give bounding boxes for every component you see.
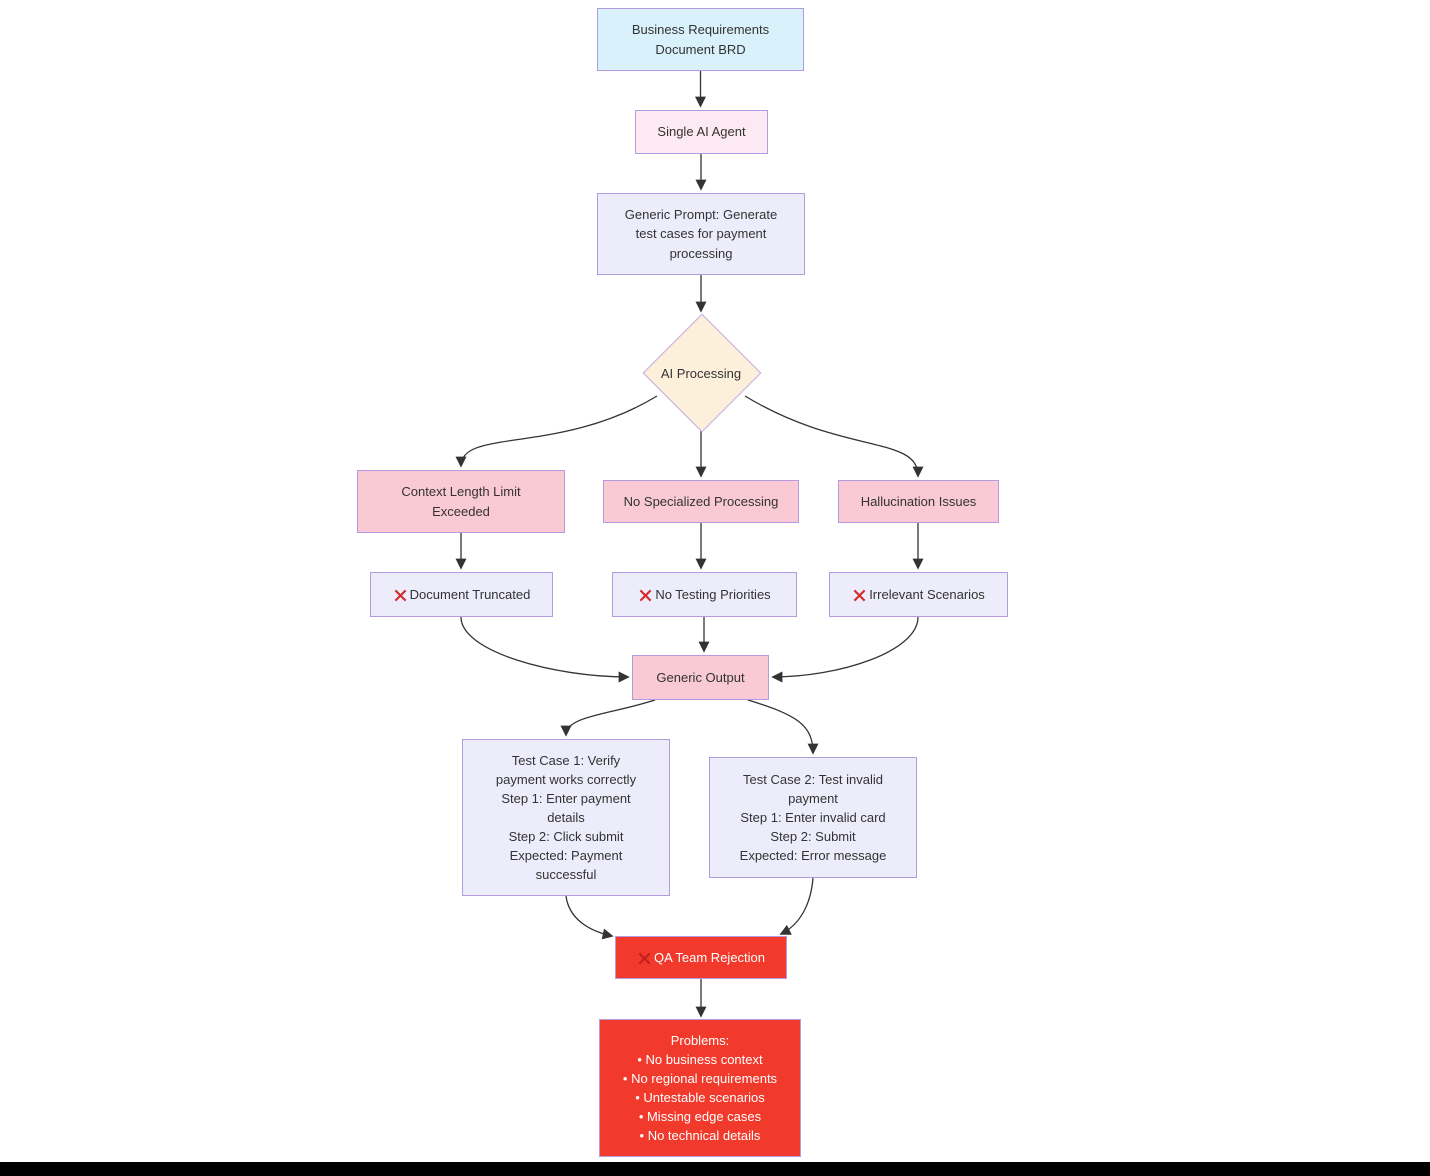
node-label: Irrelevant Scenarios [869,586,985,602]
node-business-requirements-document: Business Requirements Document BRD [597,8,804,71]
node-label: No Testing Priorities [655,586,771,602]
node-problems-list: Problems: • No business context • No reg… [599,1019,801,1157]
node-generic-output: Generic Output [632,655,769,700]
node-label: Generic Prompt: Generate test cases for … [624,207,778,261]
edge-decision-ctx [455,395,658,468]
node-label: Hallucination Issues [860,493,977,509]
node-ai-processing: AI Processing [631,360,771,386]
cross-mark-icon [394,589,407,602]
node-qa-team-rejection: QA Team Rejection [615,936,787,979]
edge-tc1-qa [565,895,614,940]
edge-gen-tc2 [747,699,819,755]
edge-irr-gen [771,616,919,683]
node-document-truncated: Document Truncated [370,572,553,617]
node-label: Test Case 1: Verify payment works correc… [495,752,637,883]
node-label: Test Case 2: Test invalid payment Step 1… [739,771,887,864]
node-label: Business Requirements Document BRD [631,22,770,57]
node-label: No Specialized Processing [623,493,779,509]
node-generic-prompt: Generic Prompt: Generate test cases for … [597,193,805,275]
node-label: Document Truncated [409,586,531,602]
node-no-testing-priorities: No Testing Priorities [612,572,797,617]
node-context-length-limit: Context Length Limit Exceeded [357,470,565,533]
node-single-ai-agent: Single AI Agent [635,110,768,154]
cross-mark-icon [853,589,866,602]
edge-decision-hal [744,395,924,478]
edge-gen-tc1 [560,699,656,737]
node-label: Generic Output [656,669,745,685]
edge-doc-gen [460,616,630,683]
node-label: Problems: • No business context • No reg… [622,1032,778,1144]
node-label: AI Processing [660,365,742,381]
cross-mark-icon [638,952,651,965]
node-label: QA Team Rejection [653,949,766,965]
edge-tc2-qa [779,877,814,935]
cross-mark-icon [639,589,652,602]
node-irrelevant-scenarios: Irrelevant Scenarios [829,572,1008,617]
bottom-black-bar [0,1162,1430,1176]
node-no-specialized-processing: No Specialized Processing [603,480,799,523]
node-test-case-1: Test Case 1: Verify payment works correc… [462,739,670,896]
node-hallucination-issues: Hallucination Issues [838,480,999,523]
node-label: Single AI Agent [657,124,746,140]
node-test-case-2: Test Case 2: Test invalid payment Step 1… [709,757,917,878]
node-label: Context Length Limit Exceeded [401,484,521,519]
